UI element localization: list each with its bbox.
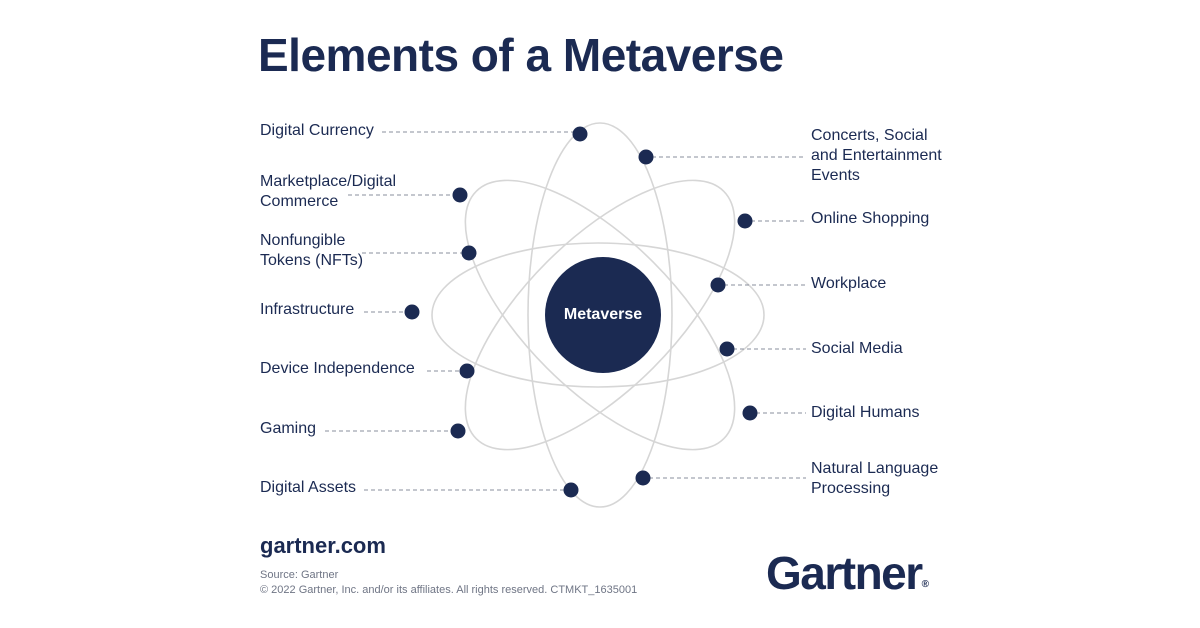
node-nlp: [635, 470, 651, 486]
label-infrastructure: Infrastructure: [260, 301, 355, 318]
node-device-independence: [459, 363, 475, 379]
node-digital-currency: [572, 126, 588, 142]
metaverse-core: [545, 257, 661, 373]
orbit-horizontal: [431, 242, 765, 388]
node-social-media: [719, 341, 735, 357]
node-online-shopping: [737, 213, 753, 229]
orbit-diagonal-a: [464, 179, 736, 451]
label-workplace: Workplace: [811, 275, 887, 292]
node-digital-assets: [563, 482, 579, 498]
label-marketplace: Marketplace/Digital Commerce: [260, 173, 397, 210]
node-concerts: [638, 149, 654, 165]
node-workplace: [710, 277, 726, 293]
label-digital-assets: Digital Assets: [260, 479, 357, 496]
source-line: Source: Gartner: [260, 569, 339, 581]
node-gaming: [450, 423, 466, 439]
logo-text: Gartner: [766, 547, 923, 599]
source-note: Source: Gartner © 2022 Gartner, Inc. and…: [260, 568, 637, 598]
node-marketplace: [452, 187, 468, 203]
orbit-diagonal-b: [464, 179, 736, 451]
label-social-media: Social Media: [811, 340, 903, 357]
label-concerts: Concerts, Social and Entertainment Event…: [811, 127, 942, 184]
node-digital-humans: [742, 405, 758, 421]
copyright-line: © 2022 Gartner, Inc. and/or its affiliat…: [260, 584, 638, 596]
site-link[interactable]: gartner.com: [260, 533, 386, 558]
label-device-independence: Device Independence: [260, 360, 415, 377]
orbit-vertical: [527, 122, 673, 508]
center-label: Metaverse: [563, 306, 643, 323]
label-nft: Nonfungible Tokens (NFTs): [260, 232, 364, 269]
label-nlp: Natural Language Processing: [811, 460, 939, 497]
label-online-shopping: Online Shopping: [811, 210, 930, 227]
gartner-logo: Gartner®: [766, 546, 929, 600]
label-gaming: Gaming: [260, 420, 317, 437]
label-digital-currency: Digital Currency: [260, 122, 374, 139]
node-infrastructure: [404, 304, 420, 320]
node-nft: [461, 245, 477, 261]
registered-mark: ®: [921, 579, 930, 590]
page-title: Elements of a Metaverse: [258, 29, 784, 81]
label-digital-humans: Digital Humans: [811, 404, 920, 421]
